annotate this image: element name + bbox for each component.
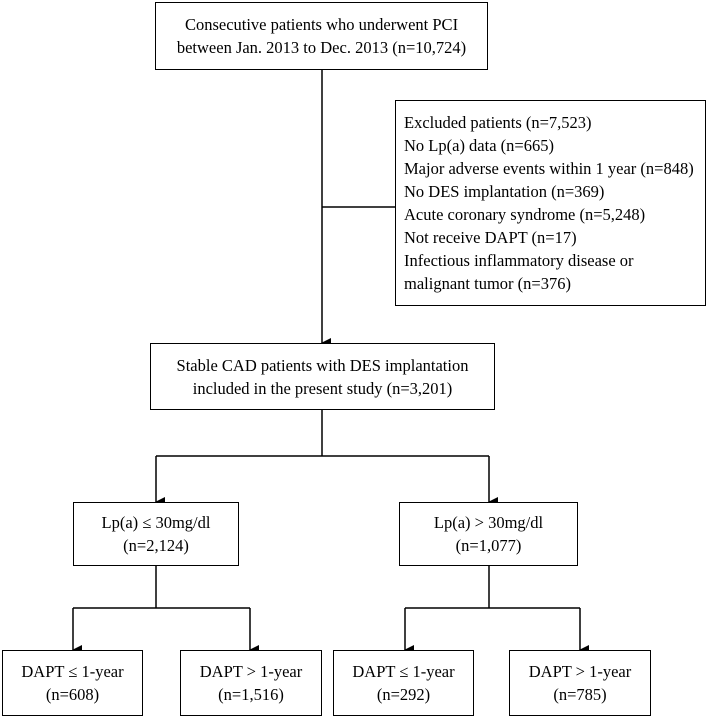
box-low-dapt-long: DAPT > 1-year (n=1,516)	[180, 650, 322, 716]
excluded-line: malignant tumor (n=376)	[404, 274, 571, 293]
box-high-dapt-long: DAPT > 1-year (n=785)	[509, 650, 651, 716]
box-high-dapt-short: DAPT ≤ 1-year (n=292)	[333, 650, 474, 716]
excluded-line: Excluded patients (n=7,523)	[404, 113, 592, 132]
box-excluded-patients: Excluded patients (n=7,523) No Lp(a) dat…	[395, 100, 706, 306]
box-text-line: DAPT ≤ 1-year	[21, 662, 124, 681]
box-consecutive-patients: Consecutive patients who underwent PCI b…	[155, 2, 488, 70]
box-text-line: (n=2,124)	[123, 536, 189, 555]
box-text-line: Lp(a) ≤ 30mg/dl	[101, 513, 211, 532]
excluded-line: No DES implantation (n=369)	[404, 182, 605, 201]
box-text-line: Consecutive patients who underwent PCI	[184, 15, 459, 34]
box-text-line: between Jan. 2013 to Dec. 2013 (n=10,724…	[176, 38, 467, 57]
box-low-dapt-short: DAPT ≤ 1-year (n=608)	[2, 650, 143, 716]
box-lpa-high: Lp(a) > 30mg/dl (n=1,077)	[399, 502, 578, 566]
excluded-line: Acute coronary syndrome (n=5,248)	[404, 205, 646, 224]
excluded-line: Infectious inflammatory disease or	[404, 251, 634, 270]
box-included-patients: Stable CAD patients with DES implantatio…	[150, 343, 495, 410]
box-text-line: (n=292)	[376, 685, 431, 704]
box-text-line: (n=785)	[553, 685, 607, 704]
box-text-line: Stable CAD patients with DES implantatio…	[176, 355, 469, 375]
box-text-line: (n=608)	[45, 685, 100, 704]
box-text-line: DAPT > 1-year	[199, 662, 303, 681]
box-text-line: (n=1,516)	[218, 685, 284, 704]
box-text-line: included in the present study (n=3,201)	[192, 378, 453, 398]
excluded-line: Not receive DAPT (n=17)	[404, 228, 577, 247]
excluded-line: Major adverse events within 1 year (n=84…	[404, 159, 694, 178]
excluded-line: No Lp(a) data (n=665)	[404, 136, 554, 155]
box-text-line: (n=1,077)	[455, 536, 522, 555]
box-text-line: DAPT > 1-year	[528, 662, 632, 681]
box-text-line: Lp(a) > 30mg/dl	[433, 513, 544, 532]
box-lpa-low: Lp(a) ≤ 30mg/dl (n=2,124)	[73, 502, 239, 566]
box-text-line: DAPT ≤ 1-year	[352, 662, 455, 681]
